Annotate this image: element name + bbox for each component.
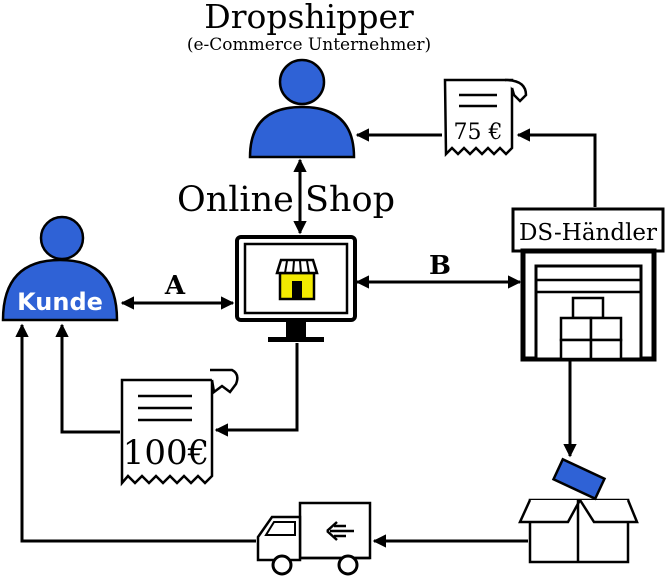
package-box-icon xyxy=(518,457,639,564)
dropshipper-person-icon xyxy=(248,58,356,159)
customer-receipt-icon xyxy=(120,368,239,487)
delivery-truck-icon xyxy=(256,501,372,576)
customer-receipt-amount: 100€ xyxy=(123,433,210,473)
dealer-warehouse-icon xyxy=(511,207,665,362)
customer-person-icon xyxy=(1,215,119,322)
arrow-shop-receipt xyxy=(214,343,299,437)
dealer-label: DS-Händler xyxy=(519,220,657,246)
subtitle: (e-Commerce Unternehmer) xyxy=(187,35,431,55)
flow-label-b: B xyxy=(429,251,451,281)
title: Dropshipper xyxy=(204,0,414,36)
customer-label: Kunde xyxy=(17,288,103,316)
online-shop-label: Online Shop xyxy=(177,180,395,220)
shop-storefront-icon xyxy=(275,258,319,301)
arrow-truck-customer xyxy=(15,323,256,543)
dealer-receipt-amount: 75 € xyxy=(454,120,503,145)
flow-arrows xyxy=(15,128,597,548)
arrow-dealer-receipt xyxy=(516,128,597,207)
arrow-receipt-customer xyxy=(55,323,120,434)
flow-label-a: A xyxy=(164,271,186,301)
dealer-receipt-icon xyxy=(443,78,528,157)
